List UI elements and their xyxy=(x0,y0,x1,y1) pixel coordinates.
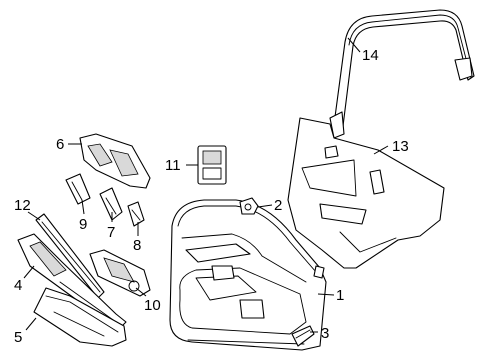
callout-4: 4 xyxy=(14,277,22,294)
leader-10 xyxy=(135,287,147,297)
part-7-trim-piece xyxy=(99,187,123,221)
part-3-clip xyxy=(291,325,315,347)
leader-14 xyxy=(347,37,361,53)
part-8-bracket xyxy=(127,201,145,227)
callout-8: 8 xyxy=(133,237,141,254)
part-1-door-trim-panel xyxy=(169,199,327,351)
callout-13: 13 xyxy=(392,138,409,155)
part-2-clip xyxy=(239,197,259,215)
callout-11: 11 xyxy=(165,157,181,174)
leader-13 xyxy=(373,145,389,155)
part-6-switch-bezel xyxy=(79,133,151,189)
part-13-sound-insulation xyxy=(287,117,445,269)
part-14-window-seal xyxy=(329,9,475,139)
part-9-trim-piece xyxy=(65,173,91,205)
callout-3: 3 xyxy=(321,325,329,342)
leader-12 xyxy=(27,211,41,221)
callout-7: 7 xyxy=(107,224,115,241)
callout-12: 12 xyxy=(14,197,31,214)
leader-lines xyxy=(23,37,389,333)
leader-4 xyxy=(23,265,35,279)
callout-10: 10 xyxy=(144,297,161,314)
leader-1 xyxy=(317,293,335,296)
leader-9 xyxy=(81,199,85,215)
callout-9: 9 xyxy=(79,216,87,233)
part-12-molding-strip xyxy=(35,213,105,299)
callout-labels: 1 2 3 4 5 6 7 8 9 10 11 12 13 14 xyxy=(14,47,409,346)
part-11-window-switch xyxy=(197,145,227,185)
part-5-lower-trim xyxy=(33,287,127,347)
part-4-trim-strip xyxy=(17,233,127,331)
callout-1: 1 xyxy=(336,287,344,304)
leader-5 xyxy=(25,317,37,331)
leader-2 xyxy=(257,204,273,208)
callout-2: 2 xyxy=(274,197,282,214)
callout-6: 6 xyxy=(56,136,64,153)
callout-14: 14 xyxy=(362,47,379,64)
part-10-handle-bezel xyxy=(89,249,151,297)
callout-5: 5 xyxy=(14,329,22,346)
